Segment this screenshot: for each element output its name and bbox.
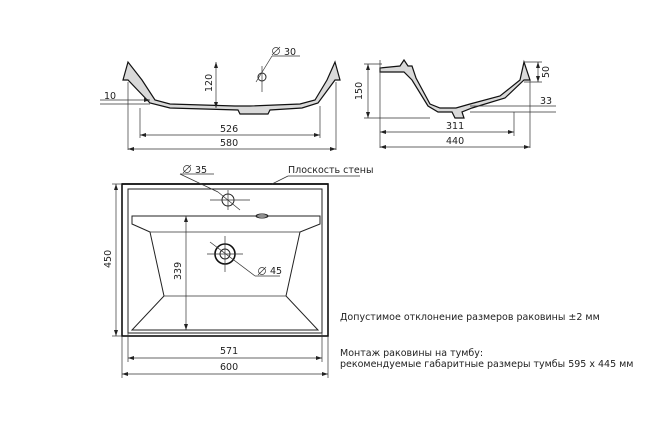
dim-35: 35 — [179, 164, 241, 211]
dim-440: 440 — [380, 136, 530, 149]
dim-30-label: 30 — [284, 47, 296, 58]
tap-hole-top — [210, 190, 250, 210]
mount-note-line1: Монтаж раковины на тумбу: — [340, 348, 483, 359]
front-section-view: 30 120 10 526 — [100, 46, 341, 151]
dim-580: 580 — [128, 138, 336, 151]
overflow-slot — [255, 213, 269, 219]
dim-580-label: 580 — [220, 138, 238, 149]
dim-35-label: 35 — [195, 165, 207, 176]
dim-450-label: 450 — [103, 250, 114, 268]
dim-339-label: 339 — [173, 262, 184, 280]
dim-600: 600 — [122, 362, 328, 376]
dim-30: 30 — [255, 46, 300, 83]
front-basin-outline — [122, 60, 341, 115]
dim-600-label: 600 — [220, 362, 238, 373]
dim-50: 50 — [524, 61, 552, 83]
tap-hole-front — [257, 66, 267, 92]
dim-120-label: 120 — [204, 74, 215, 92]
dim-10: 10 — [100, 91, 150, 105]
dim-33: 33 — [470, 96, 556, 113]
side-basin-outline — [379, 58, 531, 119]
dim-50-label: 50 — [541, 66, 552, 78]
dim-526-label: 526 — [220, 124, 238, 135]
dim-311-label: 311 — [446, 121, 464, 132]
dim-440-label: 440 — [446, 136, 464, 147]
dim-571-label: 571 — [220, 346, 238, 357]
wall-plane-callout: Плоскость стены — [271, 165, 374, 185]
wall-plane-label: Плоскость стены — [288, 165, 374, 176]
dim-150: 150 — [354, 63, 430, 119]
dim-526: 526 — [140, 124, 320, 137]
dim-10-label: 10 — [104, 91, 116, 102]
top-inner-rim — [127, 188, 323, 334]
dim-311: 311 — [380, 112, 515, 136]
dim-45: 45 — [209, 241, 282, 277]
dim-45-label: 45 — [270, 266, 282, 277]
mount-note-line2: рекомендуемые габаритные размеры тумбы 5… — [340, 359, 633, 370]
dim-571: 571 — [128, 346, 322, 360]
dim-120: 120 — [204, 62, 218, 108]
top-bowl-outline — [130, 215, 321, 331]
dim-339: 339 — [173, 216, 188, 330]
dim-450: 450 — [103, 183, 122, 337]
notes: Допустимое отклонение размеров раковины … — [340, 312, 633, 370]
dim-150-label: 150 — [354, 82, 365, 100]
top-view: 35 Плоскость стены 45 339 — [103, 164, 374, 378]
side-section-view: 150 50 33 311 440 — [354, 58, 556, 149]
drain-top — [207, 236, 243, 272]
tolerance-note: Допустимое отклонение размеров раковины … — [340, 312, 600, 323]
dim-33-label: 33 — [540, 96, 552, 107]
